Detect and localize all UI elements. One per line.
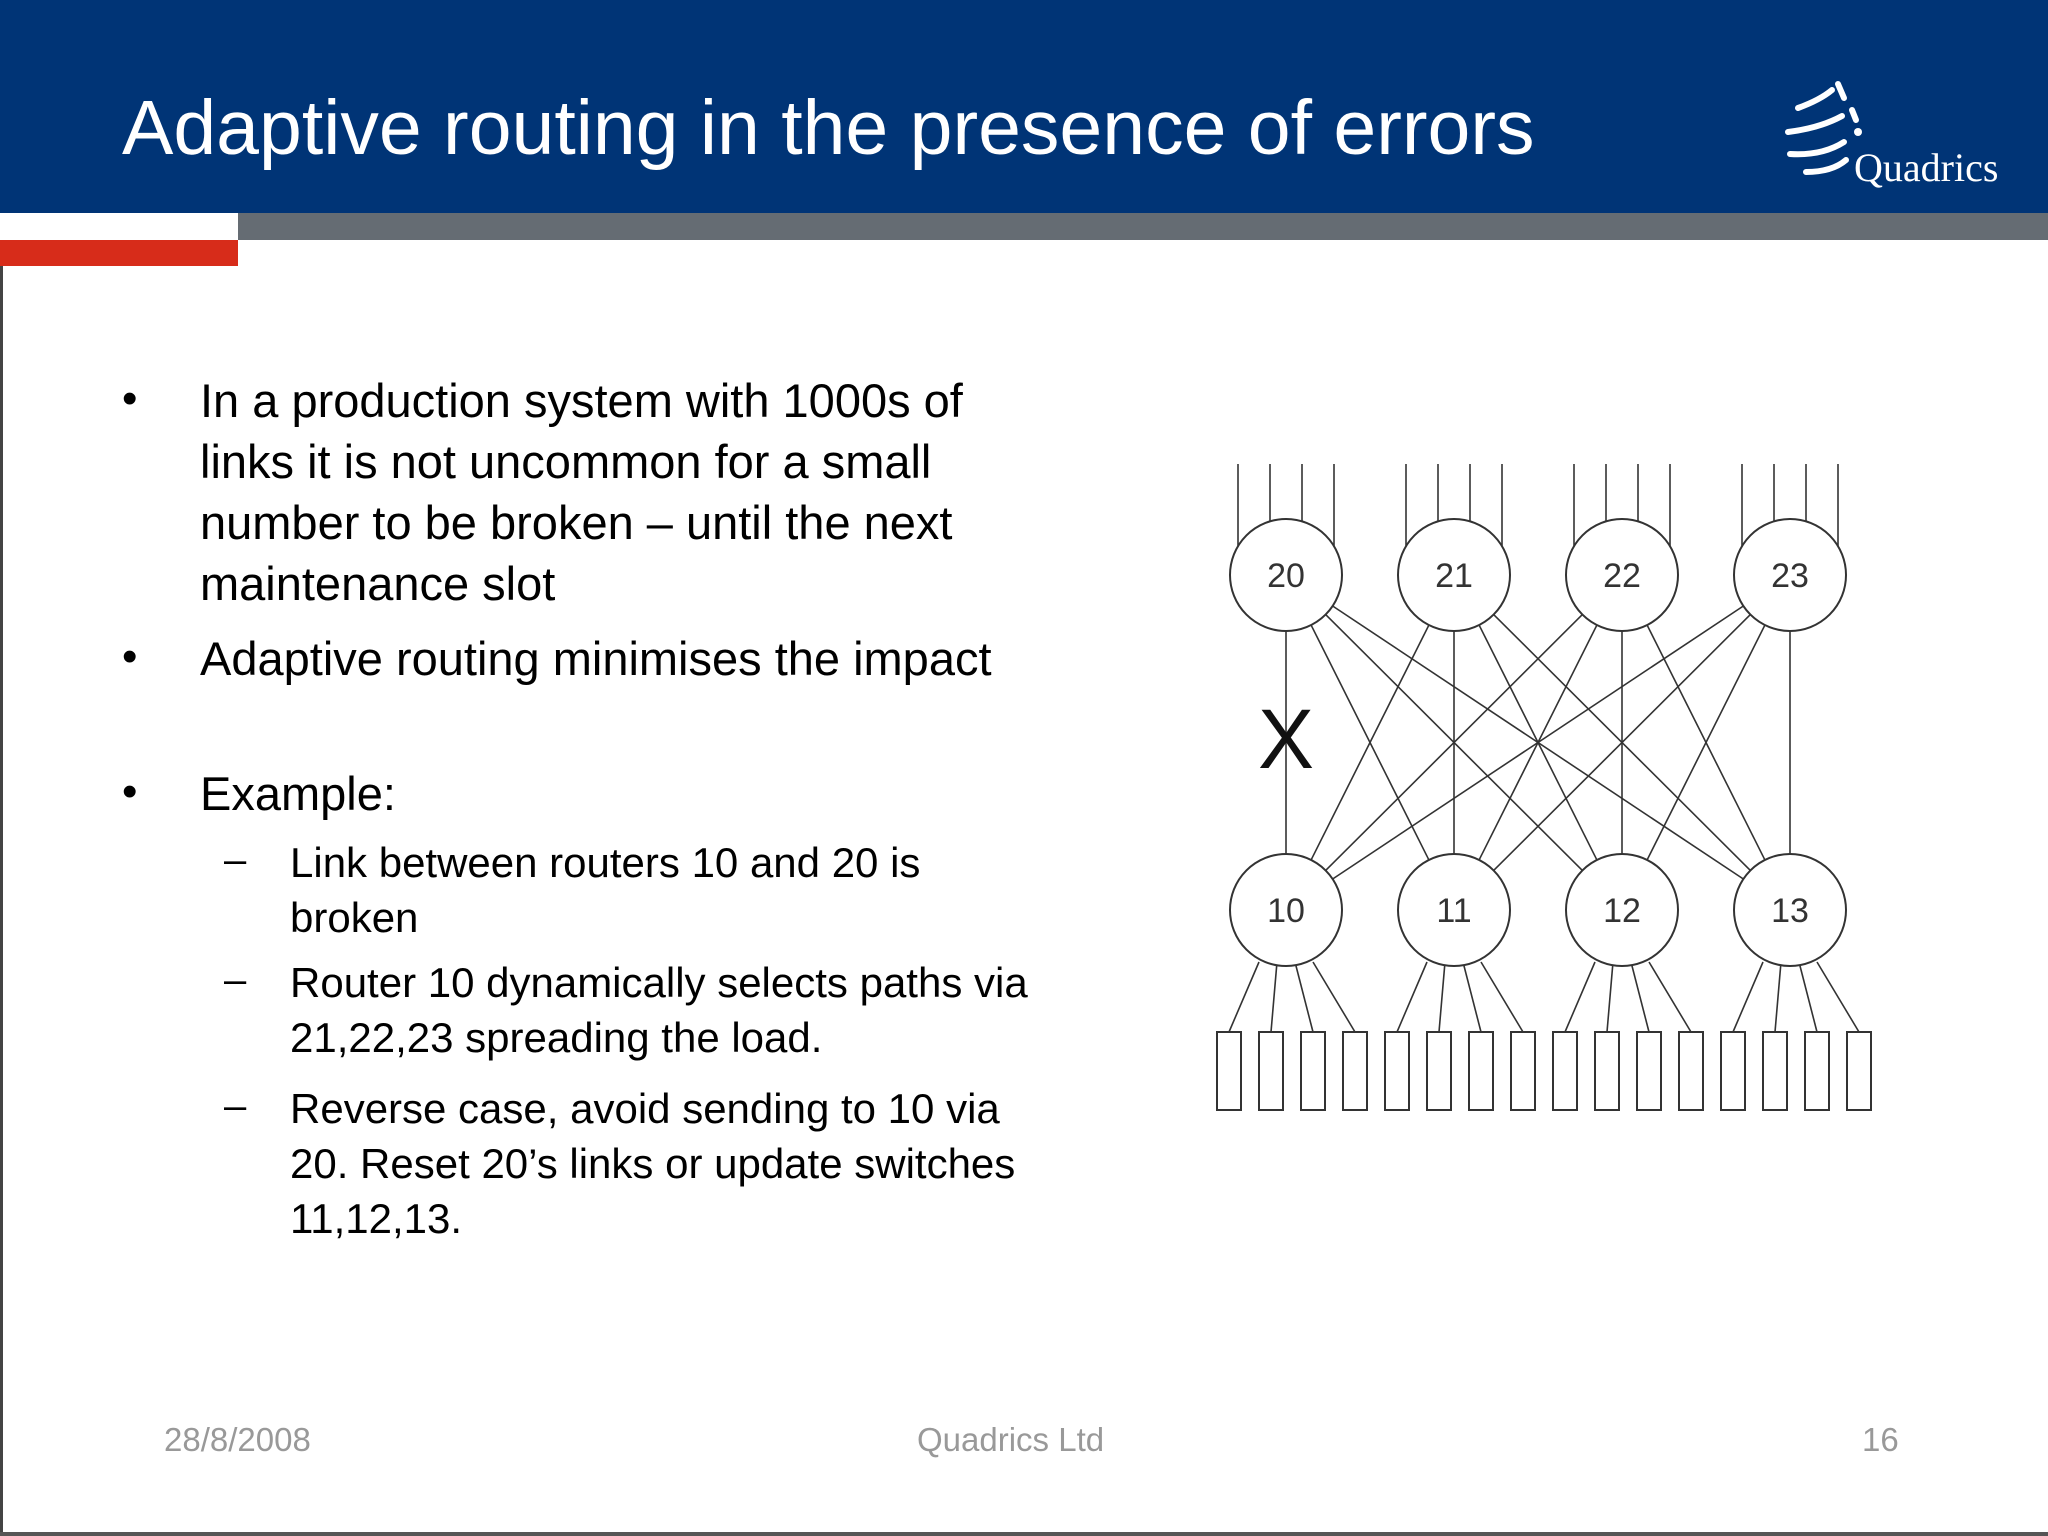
sub-bullet-marker: –: [224, 1084, 247, 1128]
logo-text: Quadrics: [1854, 145, 1999, 190]
end-node-box: [1720, 1031, 1746, 1111]
end-node-box: [1342, 1031, 1368, 1111]
router-node: [1229, 518, 1343, 632]
router-label: 20: [1267, 557, 1305, 595]
downlink-line: [1312, 961, 1356, 1033]
router-link-line: [1325, 613, 1583, 872]
downlink-line: [1774, 961, 1782, 1033]
downlink-line: [1438, 961, 1446, 1033]
fat-tree-diagram: 20 21 22 23 10 11 12 13 X: [1216, 464, 1872, 1111]
end-node-box: [1258, 1031, 1284, 1111]
end-node-box: [1804, 1031, 1830, 1111]
router-node: [1565, 518, 1679, 632]
router-node: [1733, 853, 1847, 967]
sub-bullet-item: Link between routers 10 and 20 is broken: [290, 839, 921, 941]
downlink-line: [1396, 961, 1428, 1033]
router-label: 10: [1267, 892, 1305, 930]
downlink-line: [1648, 961, 1692, 1033]
footer-page-number: 16: [1862, 1421, 1899, 1458]
end-node-box: [1216, 1031, 1242, 1111]
router-link-line: [1332, 605, 1744, 880]
router-label: 22: [1603, 557, 1641, 595]
end-node-box: [1846, 1031, 1872, 1111]
broken-link-mark: X: [1258, 692, 1314, 786]
end-node-box: [1384, 1031, 1410, 1111]
sub-bullet-marker: –: [224, 958, 247, 1002]
header-band: [0, 0, 2048, 213]
router-label: 13: [1771, 892, 1809, 930]
end-node-box: [1678, 1031, 1704, 1111]
downlink-line: [1606, 961, 1614, 1033]
downlink-line: [1732, 961, 1764, 1033]
router-label: 11: [1436, 892, 1471, 930]
router-label: 23: [1771, 557, 1809, 595]
end-node-box: [1300, 1031, 1326, 1111]
sub-bullet-marker: –: [224, 838, 247, 882]
footer-date: 28/8/2008: [164, 1421, 311, 1458]
router-label: 21: [1435, 557, 1473, 595]
downlink-line: [1816, 961, 1860, 1033]
bullet-marker: •: [122, 374, 138, 423]
bullet-marker: •: [122, 632, 138, 681]
router-node: [1397, 518, 1511, 632]
downlink-line: [1270, 961, 1278, 1033]
router-link-line: [1310, 624, 1430, 861]
router-node: [1229, 853, 1343, 967]
router-node: [1565, 853, 1679, 967]
end-node-box: [1510, 1031, 1536, 1111]
end-node-box: [1552, 1031, 1578, 1111]
slide-bottom-border: [0, 1532, 2048, 1536]
end-node-box: [1762, 1031, 1788, 1111]
router-link-line: [1493, 613, 1751, 872]
router-node: [1397, 853, 1511, 967]
end-node-box: [1594, 1031, 1620, 1111]
downlink-line: [1564, 961, 1596, 1033]
quadrics-logo-icon: [1785, 81, 1862, 175]
downlink-line: [1228, 961, 1260, 1033]
sub-bullet-item: Reverse case, avoid sending to 10 via 20…: [290, 1085, 1016, 1242]
router-label: 12: [1603, 892, 1641, 930]
bullet-item: Example:: [200, 767, 396, 820]
downlink-line: [1480, 961, 1524, 1033]
end-node-box: [1426, 1031, 1452, 1111]
downlink-line: [1462, 961, 1482, 1033]
bullet-marker: •: [122, 767, 138, 816]
end-node-box: [1636, 1031, 1662, 1111]
downlink-line: [1294, 961, 1314, 1033]
router-link-line: [1646, 624, 1766, 861]
downlink-line: [1630, 961, 1650, 1033]
slide-left-border: [0, 266, 3, 1536]
end-node-box: [1468, 1031, 1494, 1111]
footer-company: Quadrics Ltd: [917, 1421, 1105, 1458]
red-accent-bar: [0, 240, 238, 266]
bullet-item: In a production system with 1000s of lin…: [200, 374, 963, 610]
sub-bullet-item: Router 10 dynamically selects paths via …: [290, 959, 1028, 1061]
downlink-line: [1798, 961, 1818, 1033]
router-node: [1733, 518, 1847, 632]
slide-title: Adaptive routing in the presence of erro…: [122, 85, 1535, 171]
gray-divider-bar: [238, 213, 2048, 240]
bullet-item: Adaptive routing minimises the impact: [200, 632, 992, 685]
